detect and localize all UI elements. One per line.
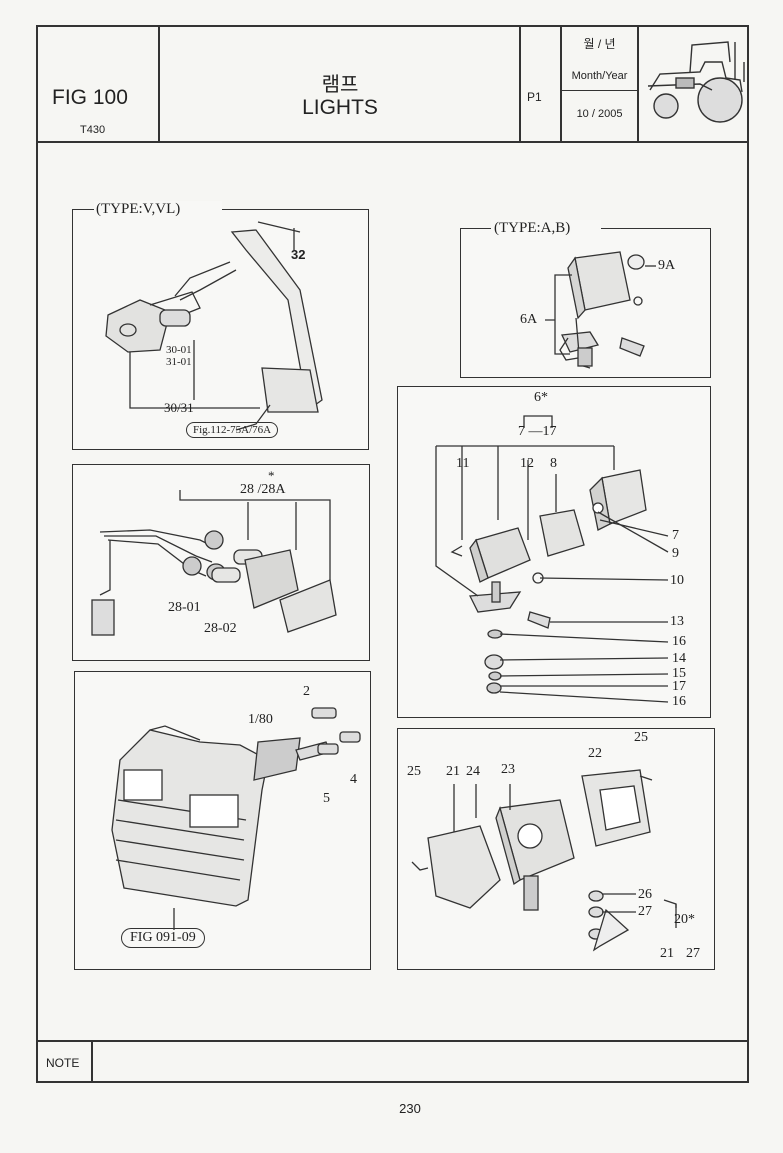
header-divider-2 (519, 25, 521, 142)
fig-label: FIG 100 (52, 86, 128, 109)
label-16-a: 16 (672, 634, 686, 649)
label-6-star: 6* (534, 390, 548, 405)
label-9: 9 (672, 546, 679, 561)
panel-title-type-v: (TYPE:V,VL) (96, 201, 181, 217)
header-divider-4 (637, 25, 639, 142)
date-value: 10 / 2005 (576, 108, 623, 120)
page-frame (36, 25, 749, 1083)
ref-fig-112[interactable]: Fig.112-75A/76A (186, 422, 279, 438)
model-label: T430 (80, 124, 106, 136)
panel-head-lamp (74, 671, 371, 970)
header-divider-3 (560, 25, 562, 142)
header-divider-1 (158, 25, 160, 142)
label-21-b: 21 (660, 946, 674, 961)
label-9a: 9A (658, 258, 676, 273)
date-label-korean: 월 / 년 (583, 37, 616, 51)
label-23: 23 (501, 762, 515, 777)
label-6a: 6A (520, 312, 538, 327)
label-24: 24 (466, 764, 480, 779)
label-8: 8 (550, 456, 557, 471)
date-label-english: Month/Year (571, 70, 628, 82)
label-28-01: 28-01 (168, 600, 201, 615)
note-label: NOTE (46, 1056, 80, 1070)
label-7: 7 (672, 528, 679, 543)
label-12: 12 (520, 456, 534, 471)
label-30-31: 30/31 (164, 400, 194, 415)
label-7-17: 7 —17 (518, 424, 557, 439)
label-25-b: 25 (634, 730, 648, 745)
label-25-a: 25 (407, 764, 421, 779)
label-27-b: 27 (686, 946, 700, 961)
label-31-01: 31-01 (166, 356, 192, 368)
label-4: 4 (350, 772, 357, 787)
date-divider (561, 90, 637, 91)
panel-title-type-ab: (TYPE:A,B) (494, 220, 571, 236)
label-11: 11 (456, 456, 470, 471)
header-bottom-rule (36, 141, 749, 143)
label-14: 14 (672, 651, 686, 666)
label-28-02: 28-02 (204, 621, 237, 636)
label-32: 32 (291, 247, 306, 262)
label-28-28a: 28 /28A (240, 482, 286, 497)
panel-type-v (72, 209, 369, 450)
label-5: 5 (323, 791, 330, 806)
label-27-a: 27 (638, 904, 652, 919)
page-code: P1 (527, 90, 542, 104)
label-star-28: * (268, 468, 275, 483)
title-korean: 램프 (321, 74, 359, 96)
label-21: 21 (446, 764, 460, 779)
note-top-rule (36, 1040, 749, 1042)
label-22: 22 (588, 746, 602, 761)
page-number: 230 (399, 1101, 421, 1116)
label-16-b: 16 (672, 694, 686, 709)
label-26: 26 (638, 887, 652, 902)
title-english: LIGHTS (302, 96, 378, 119)
label-15: 15 (672, 666, 686, 681)
label-10: 10 (670, 573, 684, 588)
note-divider (91, 1040, 93, 1083)
panel-flood-lamp (397, 728, 715, 970)
label-17: 17 (672, 679, 686, 694)
label-2: 2 (303, 684, 310, 699)
label-20-star: 20* (674, 912, 695, 927)
label-1-80: 1/80 (248, 712, 273, 727)
panel-type-ab (460, 228, 711, 378)
label-30-01: 30-01 (166, 344, 192, 356)
label-13: 13 (670, 614, 684, 629)
ref-fig-091-09[interactable]: FIG 091-09 (121, 928, 205, 948)
